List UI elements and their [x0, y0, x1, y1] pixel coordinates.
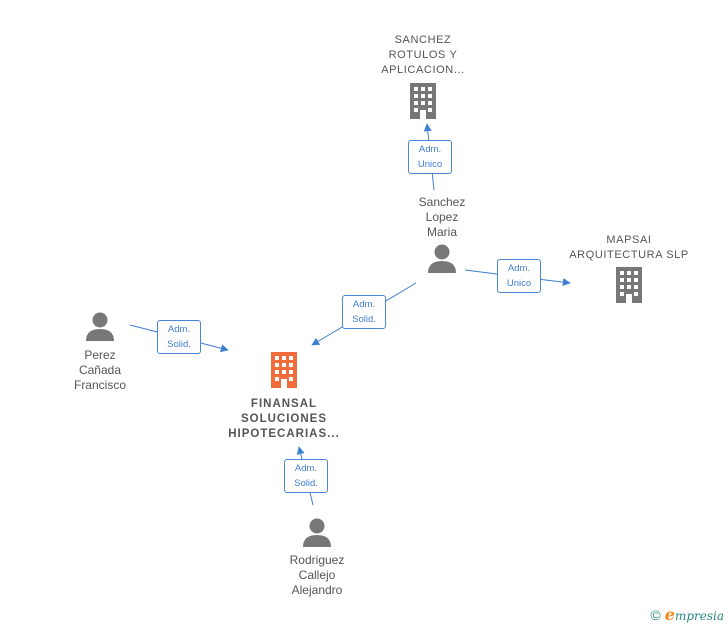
edge-label-e4[interactable]: Adm. Solid. [157, 320, 201, 354]
node-label-sanchez-rotulos: SANCHEZ ROTULOS Y APLICACION... [381, 34, 465, 76]
node-sanchez-rotulos[interactable]: SANCHEZ ROTULOS Y APLICACION... [363, 33, 483, 124]
node-label-sanchez-lopez: Sanchez Lopez Maria [418, 195, 466, 239]
edge-label-line1: Adm. [294, 463, 318, 474]
node-label-mapsai: MAPSAI ARQUITECTURA SLP [569, 234, 689, 261]
edge-label-line1: Adm. [352, 299, 376, 310]
empresia-logo[interactable]: empresia [665, 605, 724, 624]
person-icon [428, 244, 456, 273]
edge-label-e2[interactable]: Adm. Unico [497, 259, 541, 293]
node-label-rodriguez-callejo: Rodriguez Callejo Alejandro [289, 553, 345, 597]
edge-label-line2: Unico [417, 159, 443, 170]
edge-label-e1[interactable]: Adm. Unico [408, 140, 452, 174]
edge-label-line1: Adm. [507, 263, 531, 274]
edge-label-line2: Solid. [294, 478, 318, 489]
node-finansal[interactable]: FINANSAL SOLUCIONES HIPOTECARIAS... [214, 352, 354, 442]
brand-initial: e [664, 605, 675, 624]
building-icon [616, 267, 642, 303]
node-sanchez-lopez[interactable]: Sanchez Lopez Maria [400, 195, 484, 278]
node-perez-canada[interactable]: Perez Cañada Francisco [60, 311, 140, 393]
node-label-finansal: FINANSAL SOLUCIONES HIPOTECARIAS... [228, 398, 340, 440]
edge-label-line1: Adm. [418, 144, 442, 155]
building-icon [410, 83, 436, 119]
footer-branding: © empresia [650, 605, 724, 624]
node-mapsai[interactable]: MAPSAI ARQUITECTURA SLP [563, 233, 695, 308]
copyright-symbol: © [650, 606, 661, 623]
node-label-perez-canada: Perez Cañada Francisco [73, 348, 126, 392]
edge-label-line2: Unico [506, 278, 532, 289]
main-building-icon [271, 352, 297, 388]
brand-rest: mpresia [674, 609, 724, 623]
edge-label-line1: Adm. [167, 324, 191, 335]
person-icon [86, 312, 114, 341]
edge-label-e5[interactable]: Adm. Solid. [284, 459, 328, 493]
edge-label-line2: Solid. [167, 339, 191, 350]
person-icon [303, 518, 331, 547]
node-rodriguez-callejo[interactable]: Rodriguez Callejo Alejandro [272, 517, 362, 598]
edge-label-line2: Solid. [352, 314, 376, 325]
edge-label-e3[interactable]: Adm. Solid. [342, 295, 386, 329]
